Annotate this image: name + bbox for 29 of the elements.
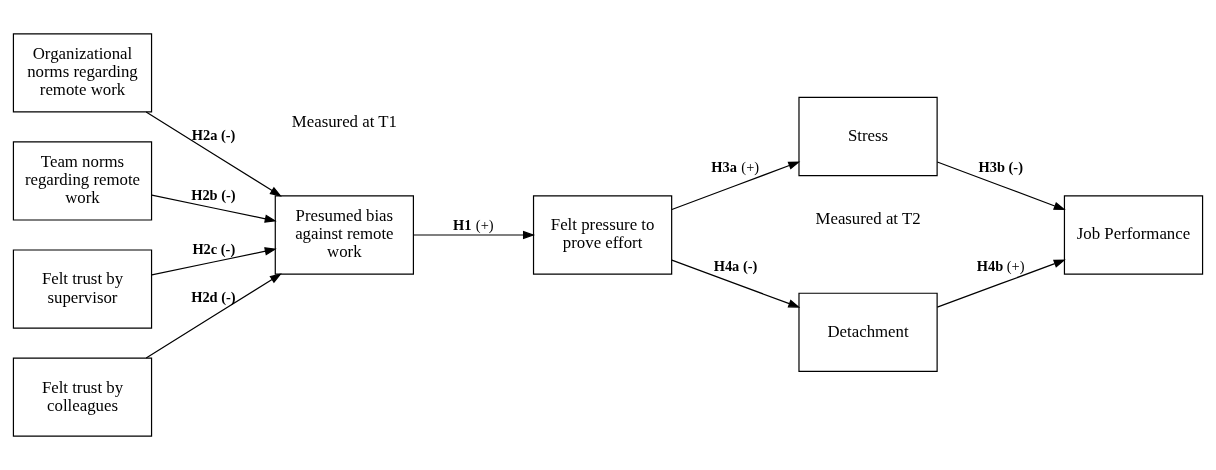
node-box: Detachment <box>798 292 938 372</box>
edge-label: H4a (-) <box>713 257 758 274</box>
arrow <box>412 230 535 240</box>
edge-label: H1 (+) <box>453 216 494 233</box>
arrow <box>936 259 1066 308</box>
arrow <box>936 161 1066 211</box>
node-box: Felt trust by colleagues <box>12 357 153 437</box>
node-box: Felt trust by supervisor <box>12 249 153 329</box>
edge-label: H2b (-) <box>191 186 236 203</box>
node-box: Stress <box>798 96 938 177</box>
edge-label: H3a (+) <box>711 159 760 176</box>
node-box: Felt pressure to prove effort <box>532 195 673 275</box>
arrow <box>151 194 277 223</box>
node-box: Organizational norms regarding remote work <box>12 33 153 113</box>
edge-label: H2d (-) <box>191 288 236 305</box>
edge-label: H2c (-) <box>192 240 236 257</box>
arrow <box>151 247 277 276</box>
arrow <box>671 161 801 211</box>
edge-label: H3b (-) <box>978 159 1023 176</box>
node-box: Presumed bias against remote work <box>274 195 414 275</box>
node-box: Job Performance <box>1063 195 1204 275</box>
node-box: Team norms regarding remote work <box>12 141 153 221</box>
edge-label: H2a (-) <box>191 126 236 143</box>
edge-label: H4b (+) <box>976 257 1025 274</box>
arrow <box>145 273 282 359</box>
arrow <box>671 259 801 308</box>
label: Measured at T1 <box>291 111 397 131</box>
arrow <box>145 111 282 197</box>
label: Measured at T2 <box>815 208 921 228</box>
